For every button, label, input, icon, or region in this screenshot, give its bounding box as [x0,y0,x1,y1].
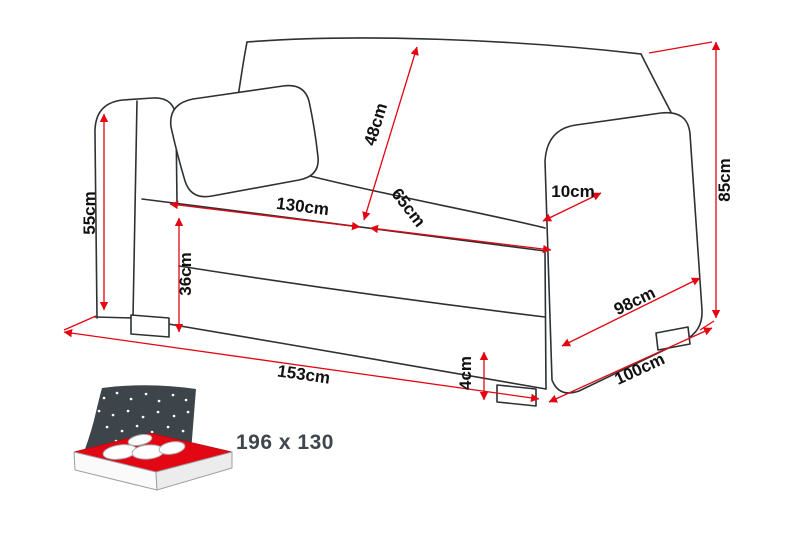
dimension-line-130cm [169,200,361,231]
bed-pillow [158,441,186,455]
left-armrest-bottom-edge [94,316,134,319]
night-sky-shape [84,385,196,452]
dimension-lines [63,41,721,403]
sofa-outline [94,37,703,407]
dimension-line-65cm [369,224,552,254]
seat-right-corner-edge [544,250,547,390]
dimension-line-10cm [542,192,602,222]
dimension-label-65cm: 65cm [387,185,429,231]
extension-line-bottom-right [699,320,715,331]
pillow [169,84,319,198]
seat-front-seam [178,265,546,318]
bed-side-face [155,451,233,491]
dimension-label-4cm: 4cm [456,356,475,390]
bed-size-label: 196 x 130 [236,431,334,454]
bed-pillow-2 [127,434,153,446]
sofa-bed-icon [73,385,233,491]
dimension-line-153cm [63,328,540,403]
foot-front-left [130,314,170,338]
left-armrest-front-edge [132,100,138,319]
dimension-line-100cm [548,327,713,403]
dimension-label-130cm: 130cm [275,194,330,219]
dimension-label-153cm: 153cm [276,361,331,387]
dimension-label-10cm: 10cm [551,182,594,201]
dimension-line-48cm [362,46,419,221]
dimension-label-85cm: 85cm [715,158,734,201]
extension-line-top-right [648,41,713,54]
seat-back-junction [309,175,546,229]
dimension-label-48cm: 48cm [360,101,391,148]
dimension-label-55cm: 55cm [80,191,99,234]
backrest-top-edge [246,37,642,55]
dimension-label-36cm: 36cm [176,252,195,295]
extension-line-bottom-left [63,315,97,331]
right-armrest [544,111,703,394]
backrest-right-edge [640,53,675,119]
